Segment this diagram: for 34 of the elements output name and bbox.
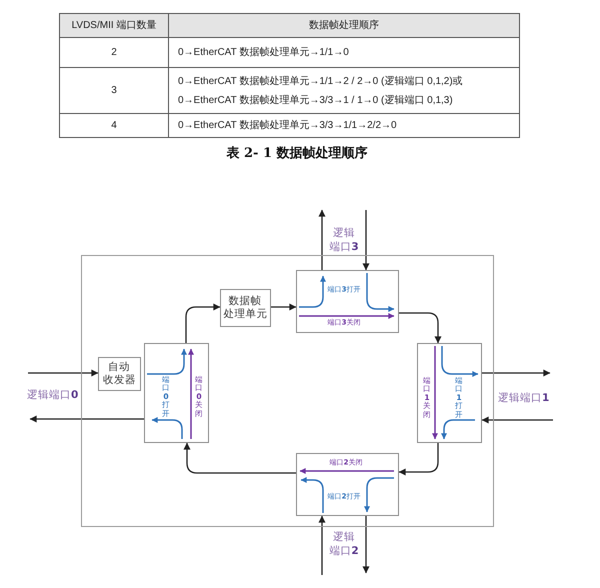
port-box [296,453,399,516]
arrow [482,416,553,424]
port-label: 逻辑端口1 [498,391,550,405]
enclosing-box [81,255,494,527]
cell-text: 4 [111,119,117,133]
cell-text: 0→EtherCAT 数据帧处理单元→3/3→1 / 1→0 (逻辑端口 0,1,3) [178,94,453,108]
port-label: 逻辑端口0 [27,388,78,402]
process-box: 自动收发器 [98,357,141,391]
arrow [184,442,296,474]
arrow [28,370,98,376]
header-text: 数据帧处理顺序 [309,18,379,33]
arrow [362,516,370,574]
header-text: LVDS/MII 端口数量 [72,18,156,33]
cell-text: 0→EtherCAT 数据帧处理单元→1/1→2 / 2→0 (逻辑端口 0,1,2)或 [178,74,463,88]
arrow [398,443,439,476]
arrow [271,304,296,310]
port-label: 逻辑端口2 [328,530,360,558]
arrow [318,516,326,575]
cell-text: 3 [111,84,117,98]
port-box [144,343,209,443]
process-box: 数据帧处理单元 [220,289,271,327]
arrow [30,416,144,422]
arrow [399,312,442,344]
port-box [417,343,482,443]
arrow [482,370,550,376]
cell-text: 2 [111,46,117,60]
arrow [362,210,370,270]
port-box [296,270,399,333]
port-label: 逻辑端口3 [328,226,360,254]
arrow [185,304,220,343]
cell-text: 0→EtherCAT 数据帧处理单元→3/3→1/1→2/2→0 [178,118,397,133]
cell-text: 0→EtherCAT 数据帧处理单元→1/1→0 [178,46,349,60]
arrow [318,210,326,270]
table-caption: 表 2- 1 数据帧处理顺序 [226,146,368,162]
